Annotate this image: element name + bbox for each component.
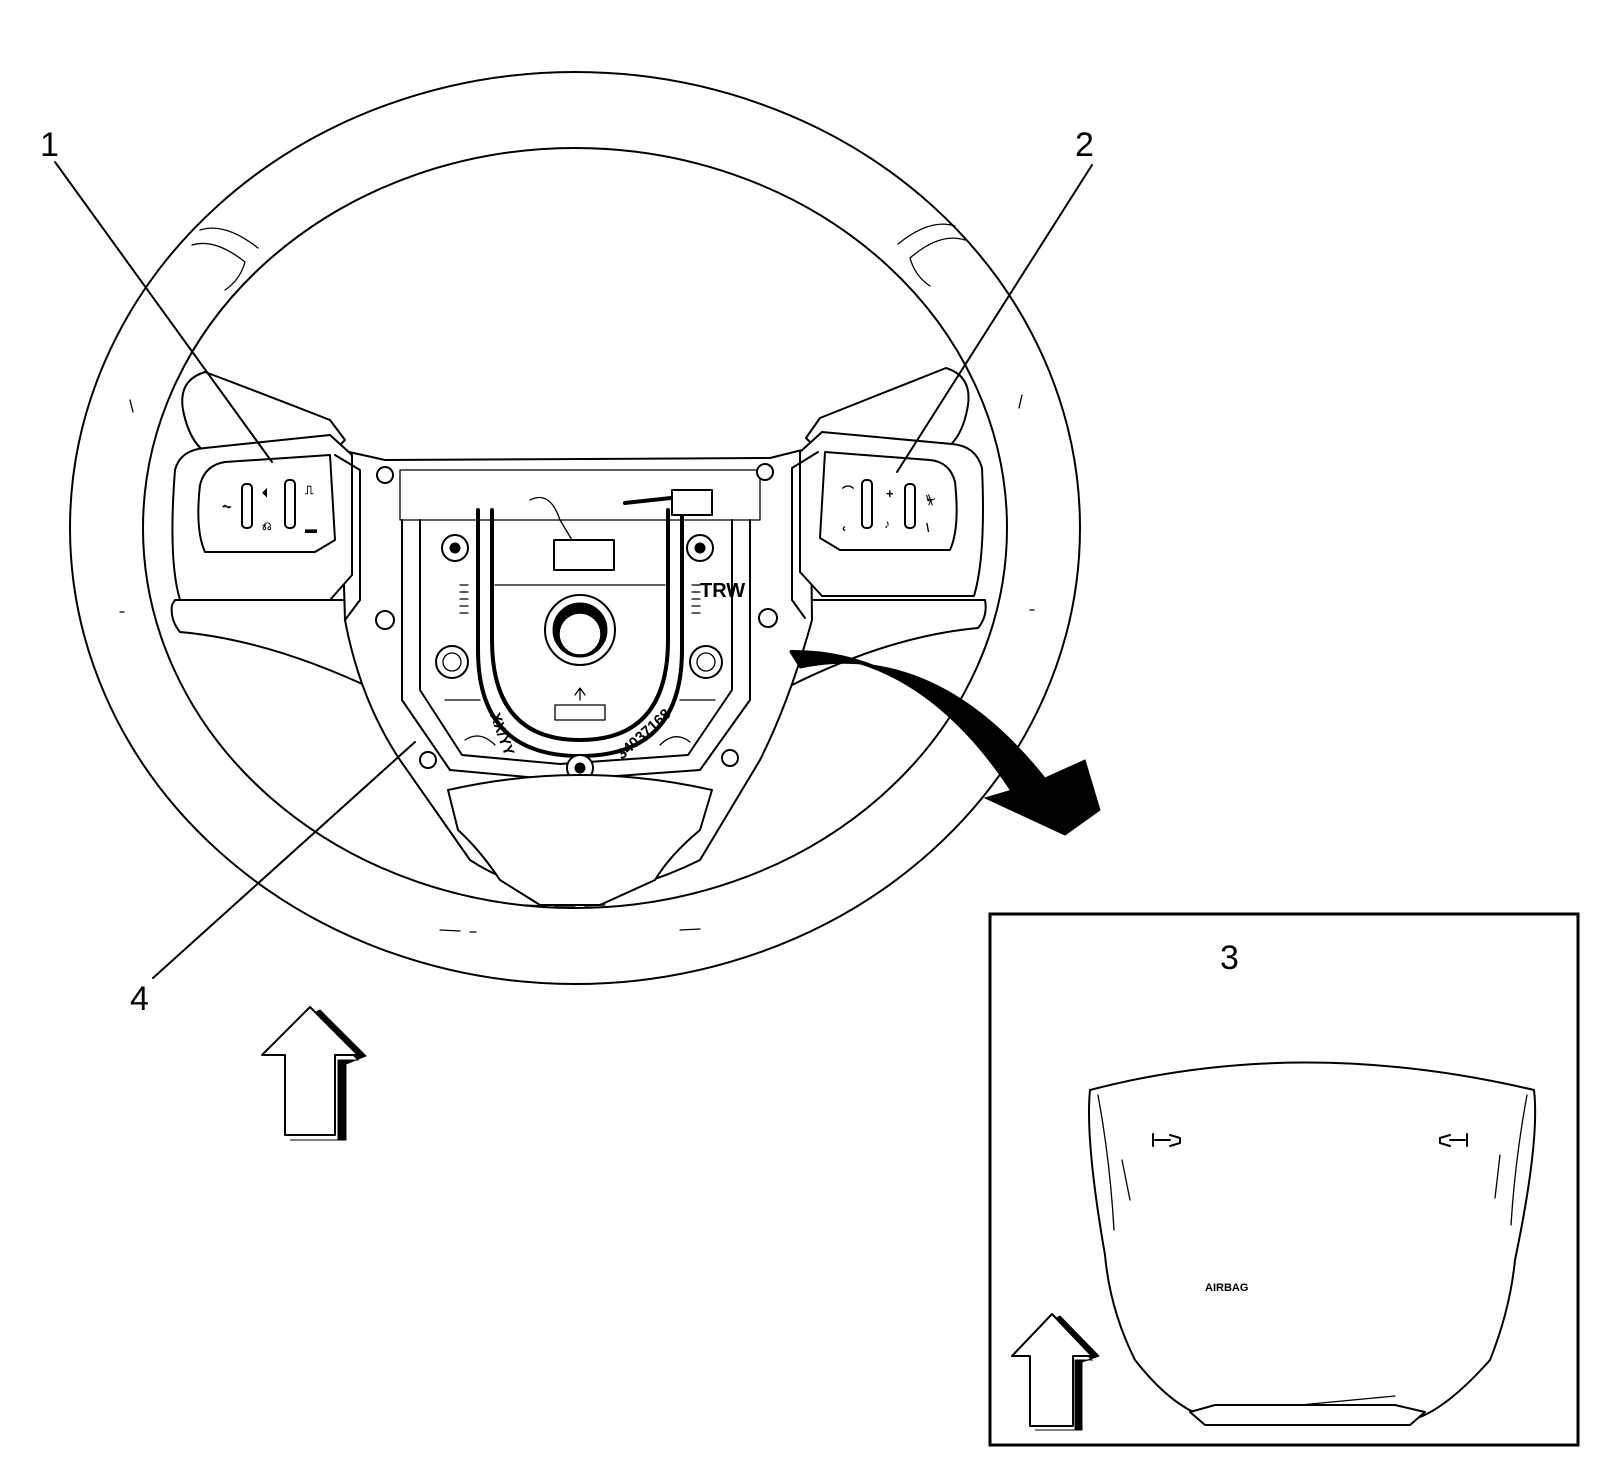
rotate-arrow-icon [789, 649, 1101, 836]
rim-seams [119, 223, 1035, 933]
horn-icon [1439, 1133, 1468, 1147]
svg-text:⏧: ⏧ [925, 493, 936, 507]
svg-text:⌒: ⌒ [841, 484, 854, 499]
svg-text:⎍: ⎍ [304, 483, 314, 497]
svg-text:+: + [886, 486, 894, 501]
callout-4: 4 [130, 980, 149, 1018]
callout-2: 2 [1075, 126, 1094, 164]
svg-text:⏴: ⏴ [262, 486, 268, 500]
trw-marking: TRW [700, 580, 745, 602]
svg-text:‹: ‹ [842, 521, 846, 535]
left-control-switch: ⏦ ⏴ ⎍ ⎌ ▬ [171, 434, 361, 621]
lower-spoke-cover [447, 774, 713, 906]
wheel-rim-inner [142, 147, 1008, 909]
svg-text:⎌: ⎌ [262, 519, 272, 533]
airbag-inset: 3 AIRBAG [988, 912, 1580, 1447]
orientation-arrow-up-icon [261, 1006, 367, 1141]
svg-text:♪: ♪ [884, 517, 890, 531]
callout-3: 3 [1220, 939, 1239, 977]
wheel-rim-outer [69, 71, 1081, 985]
hub-internals [375, 463, 778, 782]
callout-1: 1 [40, 126, 59, 164]
mounting-bolts [375, 463, 778, 782]
steering-wheel: ⏦ ⏴ ⎍ ⎌ ▬ ⌒ + ⏧ ‹ ♪ \ [69, 71, 1081, 985]
svg-text:\: \ [926, 521, 930, 535]
horn-icon [1152, 1133, 1181, 1147]
orientation-arrow-up-icon [1011, 1313, 1100, 1431]
airbag-label: AIRBAG [1205, 1282, 1248, 1294]
svg-text:⏦: ⏦ [222, 499, 232, 513]
svg-text:▬: ▬ [305, 522, 317, 536]
right-lower-spoke [784, 599, 987, 687]
right-control-switch: ⌒ + ⏧ ‹ ♪ \ [791, 431, 984, 619]
right-upper-spoke [805, 367, 970, 453]
airbag-module: AIRBAG [1088, 1061, 1537, 1426]
